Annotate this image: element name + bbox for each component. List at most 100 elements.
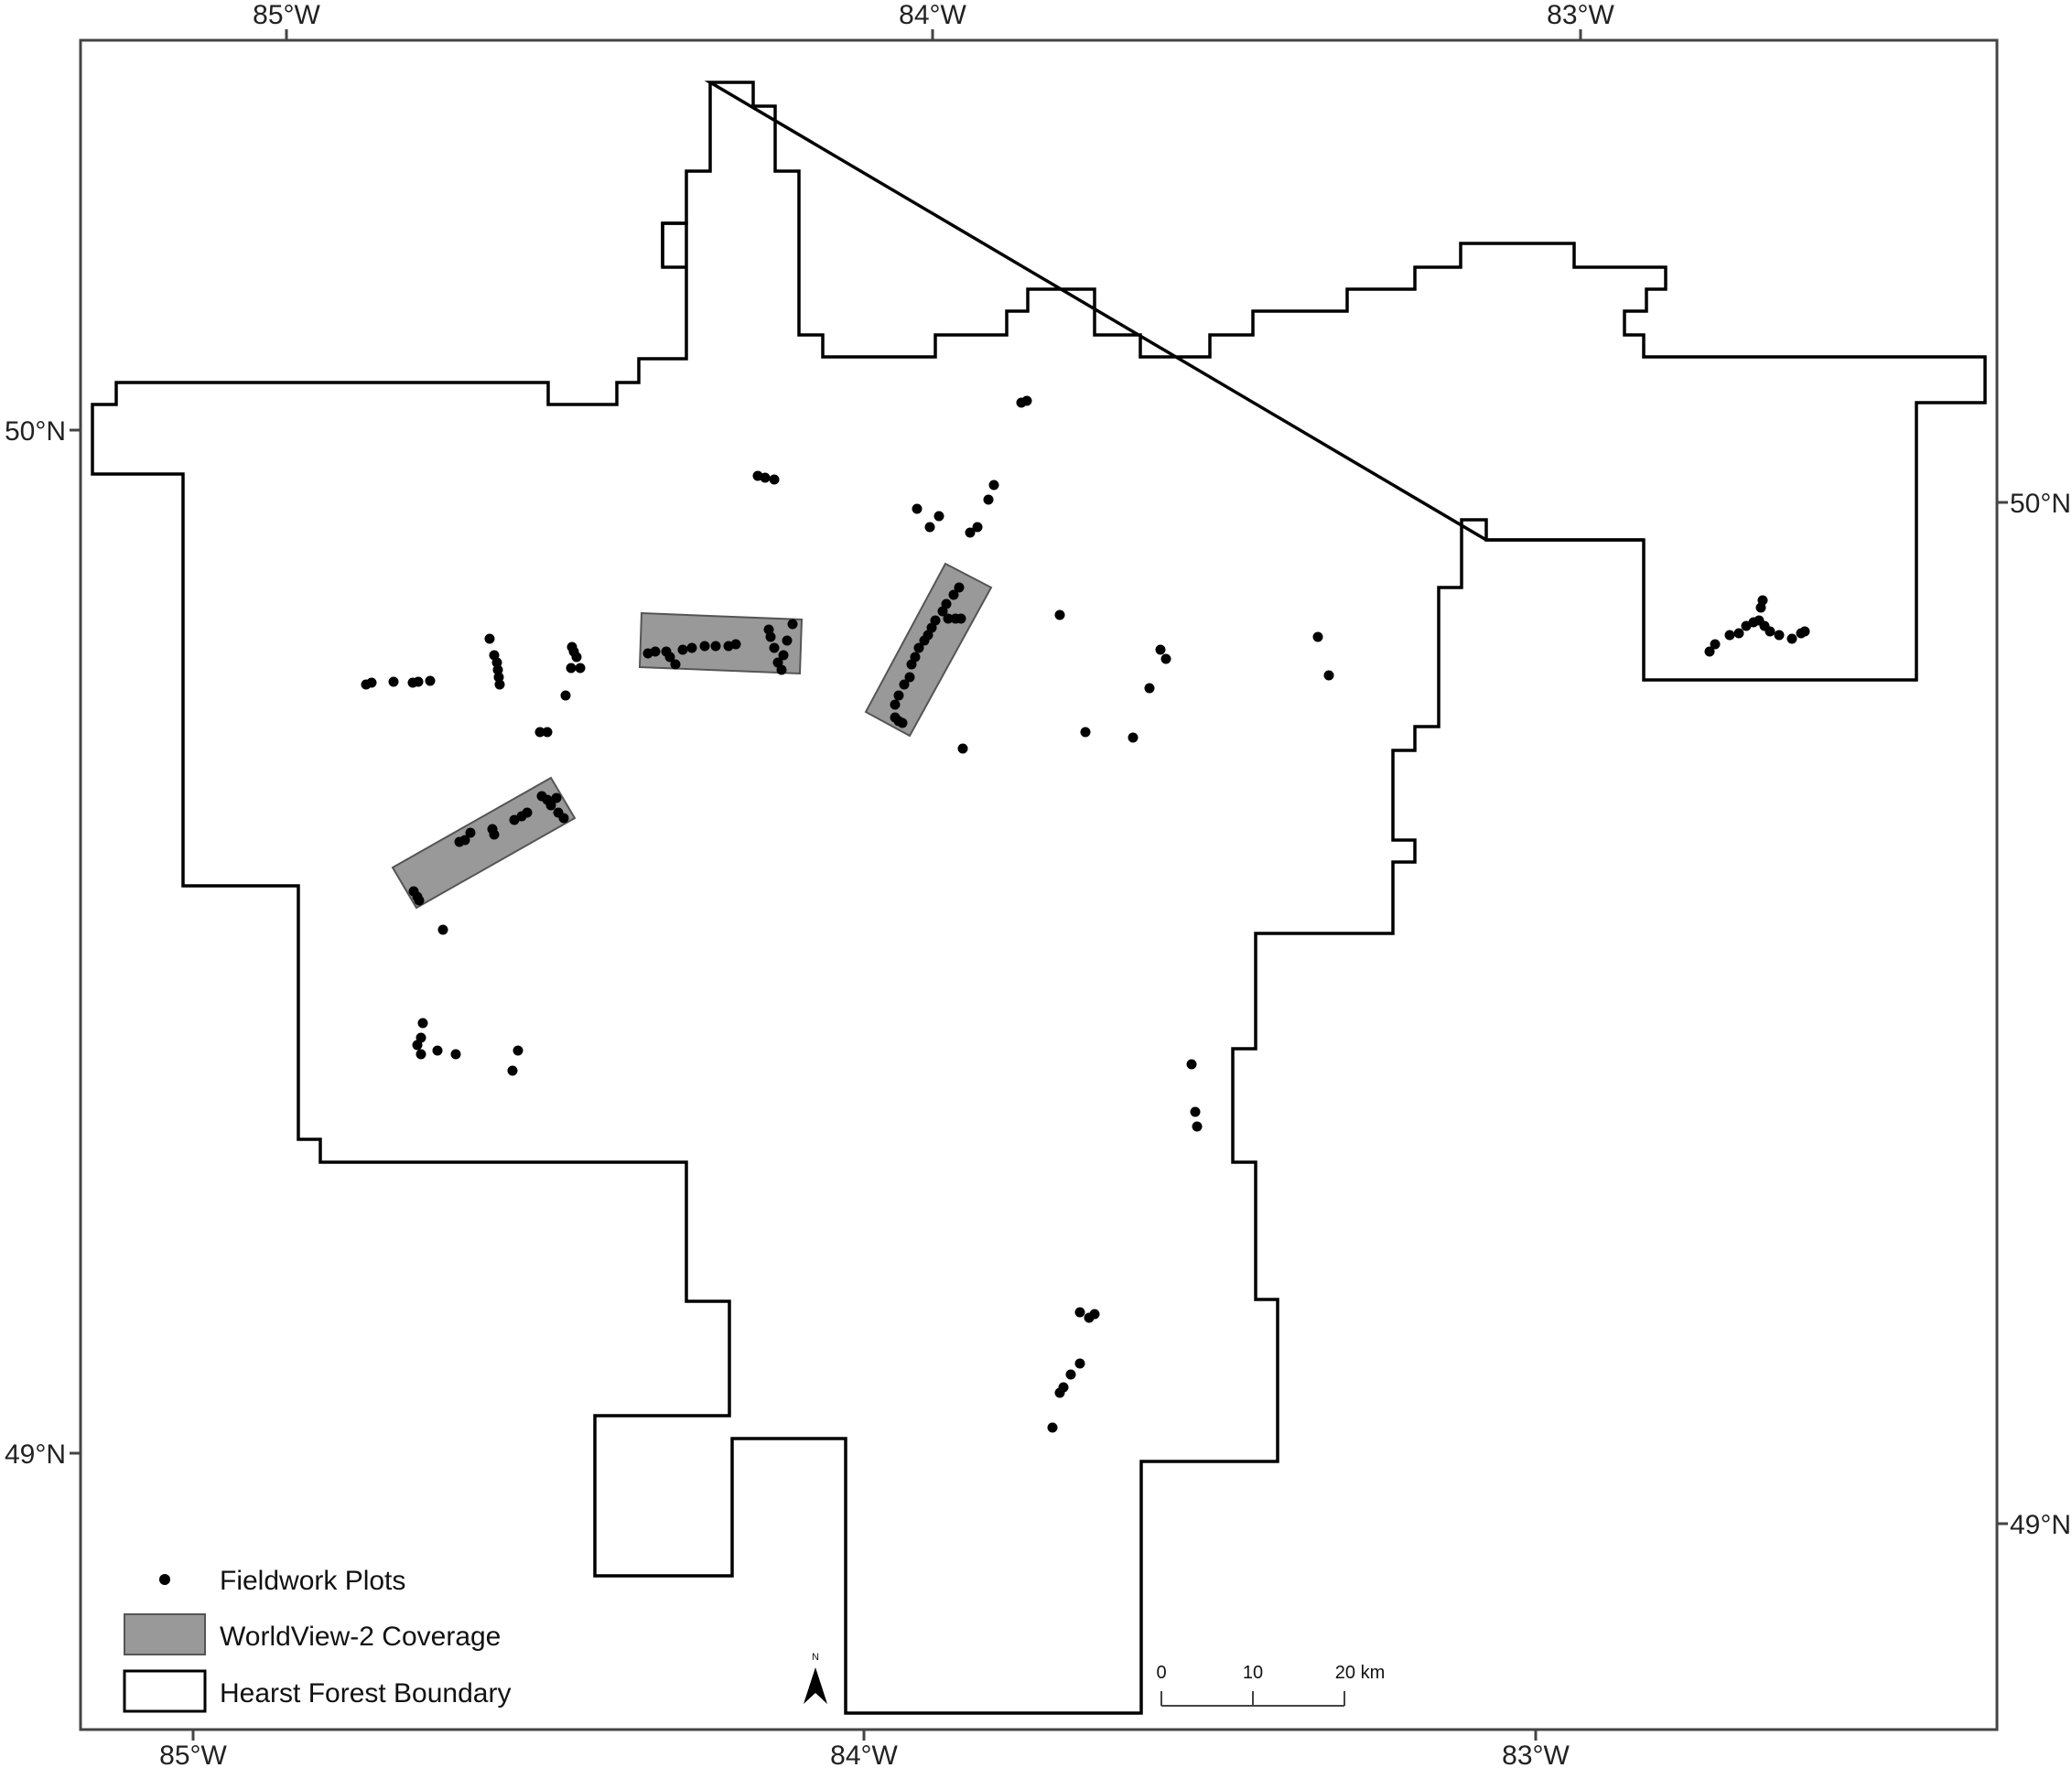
legend-boundary-label: Hearst Forest Boundary	[220, 1678, 511, 1709]
fieldwork-plot	[910, 652, 921, 663]
fieldwork-plot	[494, 679, 505, 690]
coverage-strip-east	[864, 562, 993, 738]
fieldwork-plot	[542, 727, 553, 738]
fieldwork-plot	[1054, 609, 1065, 620]
fieldwork-plot	[388, 676, 399, 687]
fieldwork-plot	[933, 511, 944, 522]
fieldwork-plot	[912, 503, 923, 514]
fieldwork-plot	[566, 663, 577, 674]
top-tick-label: 84°W	[899, 0, 966, 30]
fieldwork-plot	[890, 699, 901, 710]
legend-coverage-swatch	[124, 1613, 206, 1655]
fieldwork-plot	[459, 835, 470, 846]
map-frame	[79, 38, 1999, 1731]
fieldwork-plot	[1144, 683, 1155, 694]
fieldwork-plot	[1710, 639, 1721, 650]
legend-plot-symbol	[159, 1574, 170, 1585]
fieldwork-plot	[972, 522, 983, 533]
left-tick-label: 49°N	[5, 1439, 66, 1470]
fieldwork-plot	[955, 613, 966, 624]
fieldwork-plot	[1724, 630, 1735, 641]
fieldwork-plot	[432, 1045, 443, 1056]
fieldwork-plot	[1054, 1387, 1065, 1398]
fieldwork-plot	[710, 641, 721, 652]
right-tick-label: 49°N	[2010, 1510, 2071, 1540]
fieldwork-plot	[560, 690, 571, 701]
fieldwork-plot	[893, 690, 904, 701]
fieldwork-plot	[650, 646, 661, 657]
fieldwork-plot	[941, 598, 952, 609]
fieldwork-plot	[513, 1045, 523, 1056]
coverage-strip-central	[638, 611, 804, 675]
fieldwork-plot	[957, 743, 968, 754]
fieldwork-plot	[670, 659, 681, 670]
fieldwork-plot	[415, 1049, 426, 1060]
bottom-axis	[191, 1730, 1538, 1741]
fieldwork-plot	[730, 639, 741, 650]
north-arrow-icon: N	[804, 1652, 827, 1704]
fieldwork-plot	[897, 717, 908, 728]
worldview-coverage	[391, 562, 993, 910]
bottom-tick-label: 84°W	[830, 1741, 898, 1768]
fieldwork-plot	[1080, 727, 1091, 738]
fieldwork-plot	[1312, 631, 1323, 642]
fieldwork-plot	[782, 635, 793, 646]
fieldwork-plot	[1733, 628, 1744, 639]
top-tick-label: 83°W	[1547, 0, 1614, 30]
fieldwork-plot	[437, 924, 448, 935]
fieldwork-plot	[1074, 1358, 1085, 1369]
fieldwork-plot	[489, 829, 500, 840]
fieldwork-plot	[417, 1018, 428, 1029]
fieldwork-plot	[769, 642, 780, 653]
fieldwork-plot	[1704, 646, 1715, 657]
hearst-forest-boundary	[704, 81, 1987, 682]
fieldwork-plot	[492, 664, 503, 675]
fieldwork-plot	[778, 650, 789, 661]
legend-boundary-swatch	[123, 1669, 207, 1713]
fieldwork-plot	[571, 652, 582, 663]
fieldwork-plot	[1774, 630, 1785, 641]
fieldwork-plot	[1190, 1106, 1201, 1117]
fieldwork-plot	[1047, 1422, 1058, 1433]
fieldwork-plot	[664, 652, 675, 663]
legend-coverage-label: WorldView-2 Coverage	[220, 1622, 501, 1652]
scale-bar-label: 20 km	[1335, 1663, 1385, 1683]
bottom-tick-label: 83°W	[1502, 1741, 1570, 1768]
legend-plots-label: Fieldwork Plots	[220, 1566, 405, 1596]
fieldwork-plot	[425, 675, 436, 686]
fieldwork-plot	[776, 664, 787, 675]
fieldwork-plot	[954, 582, 965, 593]
fieldwork-plot	[983, 494, 994, 505]
fieldwork-plot	[1089, 1309, 1100, 1320]
fieldwork-plot	[412, 1040, 423, 1051]
fieldwork-plot	[965, 527, 976, 538]
fieldwork-plot	[699, 641, 710, 652]
fieldwork-plot	[1155, 644, 1166, 655]
fieldwork-plot	[1323, 670, 1334, 681]
north-arrow-label: N	[812, 1652, 819, 1663]
right-axis	[1997, 501, 2008, 1525]
fieldwork-plot	[1799, 626, 1810, 637]
fieldwork-plot	[1021, 395, 1032, 406]
fieldwork-plot	[558, 813, 569, 824]
scale-bar-label: 0	[1156, 1663, 1166, 1683]
fieldwork-plot	[465, 827, 476, 838]
fieldwork-plot	[493, 672, 504, 683]
fieldwork-plot	[413, 676, 424, 687]
hearst-forest-boundary-segment	[91, 221, 1644, 1715]
fieldwork-plot	[484, 633, 495, 644]
legend: Fieldwork Plots WorldView-2 Coverage Hea…	[123, 1566, 511, 1713]
fieldwork-plot	[1074, 1307, 1085, 1318]
bottom-tick-label: 85°W	[159, 1741, 227, 1768]
fieldwork-plot	[522, 807, 533, 818]
fieldwork-plot	[1755, 602, 1766, 613]
fieldwork-plots	[361, 395, 1810, 1433]
fieldwork-plot	[765, 631, 776, 642]
right-tick-label: 50°N	[2010, 489, 2071, 519]
fieldwork-plot	[677, 644, 688, 655]
fieldwork-plot	[575, 663, 586, 674]
hearst-forest-boundary-segment	[661, 82, 712, 267]
fieldwork-plot	[988, 480, 999, 491]
fieldwork-plot	[450, 1049, 461, 1060]
